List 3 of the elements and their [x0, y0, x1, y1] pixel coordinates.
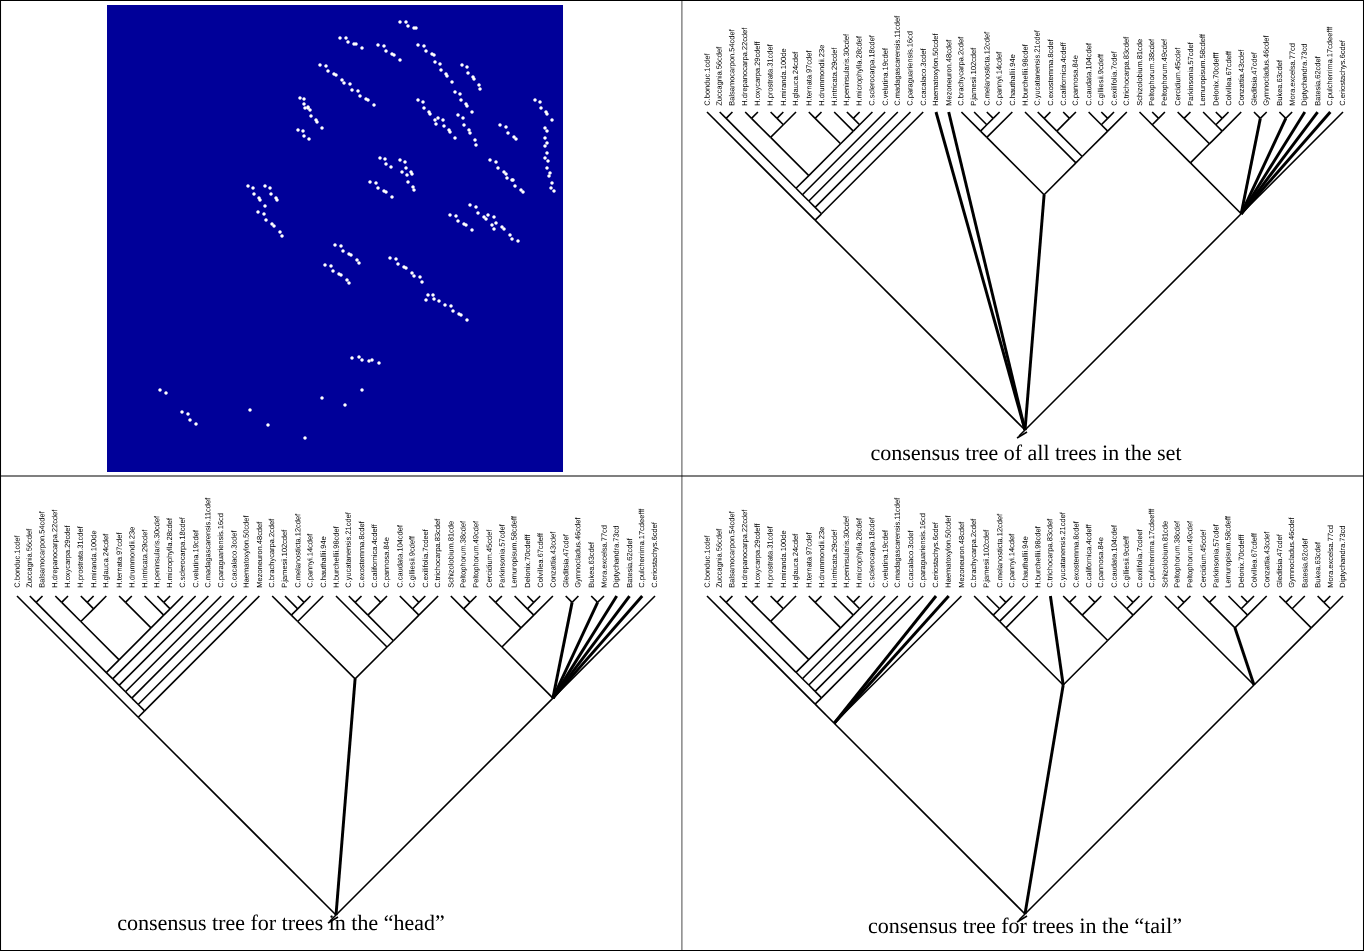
- caption: consensus tree of all trees in the set: [871, 444, 1182, 461]
- caption: consensus tree for trees in the “head”: [118, 914, 444, 931]
- caption: consensus tree for trees in the “tail”: [868, 917, 1181, 934]
